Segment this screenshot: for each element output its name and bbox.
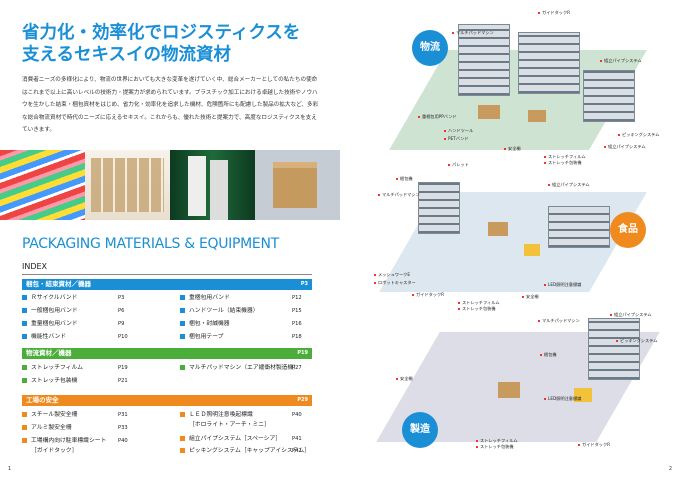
cargo-box (498, 382, 520, 398)
page-number: 1 (8, 466, 12, 472)
forklift (524, 244, 540, 256)
photo-machinery (170, 150, 255, 220)
photo-strip (0, 150, 340, 220)
callout-label: ピッキングシステム (618, 132, 659, 138)
section-page: P3 (300, 281, 308, 287)
badge-manufacturing: 製造 (402, 412, 438, 448)
callout-label: 安全柵 (504, 146, 521, 152)
cargo-box (488, 222, 508, 236)
callout-label: ストレッチ包装機 (544, 160, 582, 166)
storage-rack (548, 206, 610, 248)
callout-label: 安全柵 (522, 294, 539, 300)
callout-label: ロボットキャスター (374, 280, 416, 286)
callout-label: ガイドタックR (412, 292, 444, 298)
title-line-1: 省力化・効率化でロジスティクスを (22, 23, 301, 43)
callout-label: 組立パイプシステム (610, 312, 652, 318)
photo-cardboard-box (255, 150, 340, 220)
scene-logistics: 物流 ガイドタックR マルチパッドマシン 組立パイプシステム 重梱包用PPバンド… (348, 10, 673, 165)
callout-label: 組立パイプシステム (604, 144, 646, 150)
callout-label: ストレッチフィルム (476, 438, 518, 444)
left-page: 省力化・効率化でロジスティクスを 支えるセキスイの物流資材 消費者ニーズの多様化… (0, 22, 340, 472)
section-label: 工場の安全 (26, 396, 59, 404)
section-bar-logistics: 物流資材／機器 P19 (22, 348, 312, 359)
callout-label: 組立パイプシステム (548, 182, 590, 188)
callout-label: マルチパッドマシン (538, 318, 580, 324)
callout-label: ストレッチ包装機 (476, 444, 514, 450)
badge-food: 食品 (610, 212, 646, 248)
section-page: P29 (297, 397, 308, 403)
callout-label: パレット (448, 162, 469, 168)
section-label: 物流資材／機器 (26, 349, 72, 357)
callout-label: 重梱包用PPバンド (418, 114, 457, 120)
photo-warehouse-racks (85, 150, 170, 220)
callout-label: ガイドタックR (578, 442, 610, 448)
storage-rack (518, 32, 580, 94)
cargo-box (478, 105, 500, 119)
index-item[interactable]: マルチパッドマシン（エア緩衝材製造機）P27 (180, 363, 302, 373)
index-item[interactable]: ピッキングシステム［キャップアイシステム］P42 (180, 446, 310, 456)
section-label: 梱包・結束資材／機器 (26, 280, 91, 288)
page-number: 2 (668, 466, 672, 472)
callout-label: LED照明注意標識 (544, 282, 581, 288)
callout-label: LED照明注意標識 (544, 396, 581, 402)
index-label: INDEX (22, 262, 48, 271)
index-item[interactable]: 組立パイプシステム［スペーシア］P41 (180, 434, 302, 444)
callout-label: ストレッチフィルム (544, 154, 586, 160)
section-bar-packing: 梱包・結束資材／機器 P3 (22, 279, 312, 290)
title-line-2: 支えるセキスイの物流資材 (22, 45, 231, 65)
storage-rack (458, 24, 510, 96)
section-bar-safety: 工場の安全 P29 (22, 395, 312, 406)
section-page: P19 (297, 350, 308, 356)
callout-label: ストレッチ包装機 (458, 306, 496, 312)
storage-rack (583, 70, 635, 122)
index-divider (22, 274, 312, 275)
callout-label: ピッキングシステム (616, 338, 657, 344)
callout-label: メッシュワークE (374, 272, 410, 278)
page-title: 省力化・効率化でロジスティクスを 支えるセキスイの物流資材 (22, 22, 332, 66)
index-item-sub: ［ガイドタック］ (31, 448, 78, 454)
scene-food: 食品 パレット 梱包機 マルチパッドマシン 組立パイプシステム メッシュワークE… (348, 162, 673, 311)
storage-rack (588, 318, 640, 380)
storage-rack (418, 182, 460, 234)
callout-label: マルチパッドマシン (452, 30, 494, 36)
index-item-sub: ［ホロライト・アーチ・ミニ］ (189, 422, 270, 428)
callout-label: マルチパッドマシン (378, 192, 420, 198)
callout-label: ハンドツール (444, 128, 473, 134)
cargo-box (528, 110, 546, 122)
callout-label: ガイドタックR (538, 10, 570, 16)
index-item[interactable]: ハンドツール（結束機器）P15 (180, 306, 302, 316)
callout-label: 梱包機 (396, 176, 413, 182)
section-heading-en: PACKAGING MATERIALS & EQUIPMENT (22, 236, 279, 252)
right-page: 物流 ガイドタックR マルチパッドマシン 組立パイプシステム 重梱包用PPバンド… (340, 0, 680, 480)
callout-label: ストレッチフィルム (458, 300, 500, 306)
callout-label: 安全柵 (396, 376, 413, 382)
callout-label: 組立パイプシステム (600, 58, 642, 64)
photo-colored-bands (0, 150, 85, 220)
badge-logistics: 物流 (412, 30, 448, 66)
scene-manufacturing: 製造 組立パイプシステム ピッキングシステム マルチパッドマシン 安全柵 LED… (348, 312, 673, 462)
callout-label: PETバンド (444, 136, 469, 142)
callout-label: 梱包機 (540, 352, 557, 358)
intro-paragraph: 消費者ニーズの多様化により、物流の世界においても大きな変革を遂げていく中、総合メ… (22, 77, 319, 134)
